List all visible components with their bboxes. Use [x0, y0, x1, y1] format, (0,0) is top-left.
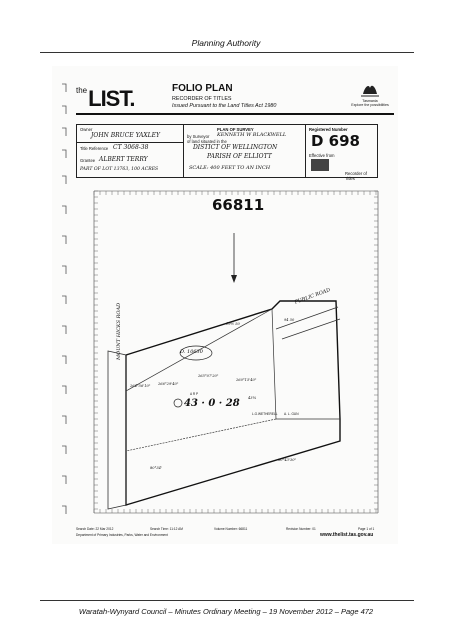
the-list-logo: theLIST. — [76, 86, 135, 111]
tasmania-logo: Tasmania Explore the possibilities — [350, 82, 390, 107]
bearing-4: 260°15'40" — [236, 378, 257, 382]
scan-margin-marks — [62, 83, 67, 514]
bearing-5: 80°43'30" — [278, 458, 297, 462]
land-situated: of land situated in the — [187, 139, 227, 144]
tasmania-label: Tasmania — [362, 99, 378, 103]
title-block: Owner JOHN BRUCE YAXLEY Title Reference … — [76, 124, 378, 181]
district: DISTICT OF WELLINGTON — [193, 144, 278, 151]
neighbour-2: A. L. GUN — [284, 412, 299, 416]
mount-hicks-road-label: MOUNT HICKS ROAD — [116, 302, 122, 360]
volume-number: Volume Number: 66811 — [214, 527, 248, 531]
effective-from: Effective from — [309, 153, 335, 158]
recorder-label: Recorder of Titles — [345, 171, 367, 181]
tasmania-tagline: Explore the possibilities — [351, 103, 389, 107]
neighbour-1: L.G.WETHERELL — [252, 412, 278, 416]
area-units: A R P — [190, 392, 199, 396]
bearing-7: 19½ 50 — [226, 322, 240, 326]
folio-plan-title: FOLIO PLAN — [172, 83, 233, 94]
bearing-2: 266°29'40" — [158, 382, 179, 386]
folio-reference-number: 66811 — [212, 196, 265, 214]
revision-number: Revision Number: 01 — [286, 527, 316, 531]
scale: SCALE: 400 FEET TO AN INCH — [189, 165, 271, 171]
title-reference-value: CT 3068-38 — [113, 144, 149, 151]
logo-rule — [76, 113, 394, 115]
title-reference-label: Title Reference — [80, 146, 109, 151]
plan-of-survey: PLAN OF SURVEY — [217, 127, 254, 132]
page-of: Page 1 of 1 — [358, 527, 375, 531]
lot-label: D. 10630 — [180, 349, 203, 355]
survey-plan-drawing — [93, 190, 379, 514]
registered-number-label: Registered Number — [309, 127, 348, 132]
part-of-lot: PART OF LOT 13763, 100 ACRES — [80, 167, 159, 172]
bearing-8: 94 50 — [284, 318, 295, 322]
scanned-folio-plan — [52, 66, 398, 544]
owner-value: JOHN BRUCE YAXLEY — [91, 132, 160, 139]
bearing-1: 264°56'10" — [130, 384, 151, 388]
search-time: Search Time: 11:12 AM — [150, 527, 183, 531]
parish: PARISH OF ELLIOTT — [207, 153, 272, 160]
page-header: Planning Authority — [191, 38, 261, 48]
registered-number: D 698 — [311, 132, 360, 150]
issued-pursuant: Issued Pursuant to the Land Titles Act 1… — [172, 103, 277, 109]
footer-rule — [40, 600, 414, 601]
bearing-9: 43¼ — [248, 396, 257, 400]
department: Department of Primary Industries, Parks,… — [76, 533, 168, 537]
recorder-of-titles: RECORDER OF TITLES — [172, 96, 232, 102]
grantee-value: ALBERT TERRY — [99, 156, 148, 163]
page-footer: Waratah-Wynyard Council – Minutes Ordina… — [78, 607, 374, 616]
tasmania-emblem-icon — [361, 85, 379, 97]
owner-label: Owner — [80, 127, 93, 132]
header-rule — [40, 52, 414, 53]
search-date: Search Date: 22 Mar 2012 — [76, 527, 114, 531]
grantee-label: Grantee — [80, 158, 96, 163]
bearing-3: 265°07'20" — [198, 374, 219, 378]
surveyor-label: by Surveyor — [187, 134, 210, 139]
bearing-6: 80°34' — [150, 466, 162, 470]
surveyor-value: KENNETH W BLACKWELL — [217, 132, 287, 138]
area-value: 43 · 0 · 28 — [184, 398, 240, 409]
website: www.thelist.tas.gov.au — [320, 532, 374, 538]
official-stamp — [311, 159, 329, 171]
